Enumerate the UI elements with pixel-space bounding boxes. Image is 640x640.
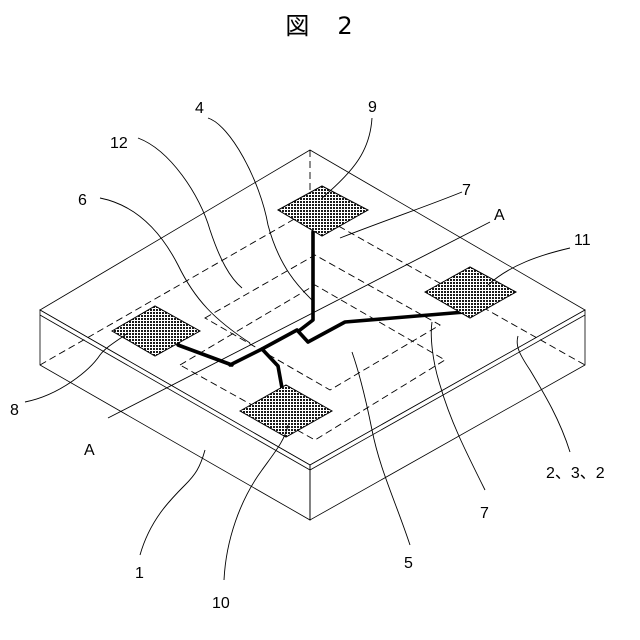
label-7-top: 7 xyxy=(462,182,471,199)
leader-1 xyxy=(140,450,205,555)
label-5: 5 xyxy=(404,555,413,572)
label-11: 11 xyxy=(574,232,591,249)
figure-title: 図 2 xyxy=(285,12,354,40)
label-2-3-2: 2、3、2 xyxy=(546,465,605,482)
label-8: 8 xyxy=(10,402,19,419)
label-1: 1 xyxy=(135,565,144,582)
label-7-bottom: 7 xyxy=(480,505,489,522)
label-10: 10 xyxy=(212,595,230,612)
label-9: 9 xyxy=(368,99,377,116)
label-6: 6 xyxy=(78,192,87,209)
label-12: 12 xyxy=(110,135,128,152)
label-a-top: A xyxy=(494,207,505,224)
label-4: 4 xyxy=(195,100,204,117)
label-a-bottom: A xyxy=(84,442,95,459)
